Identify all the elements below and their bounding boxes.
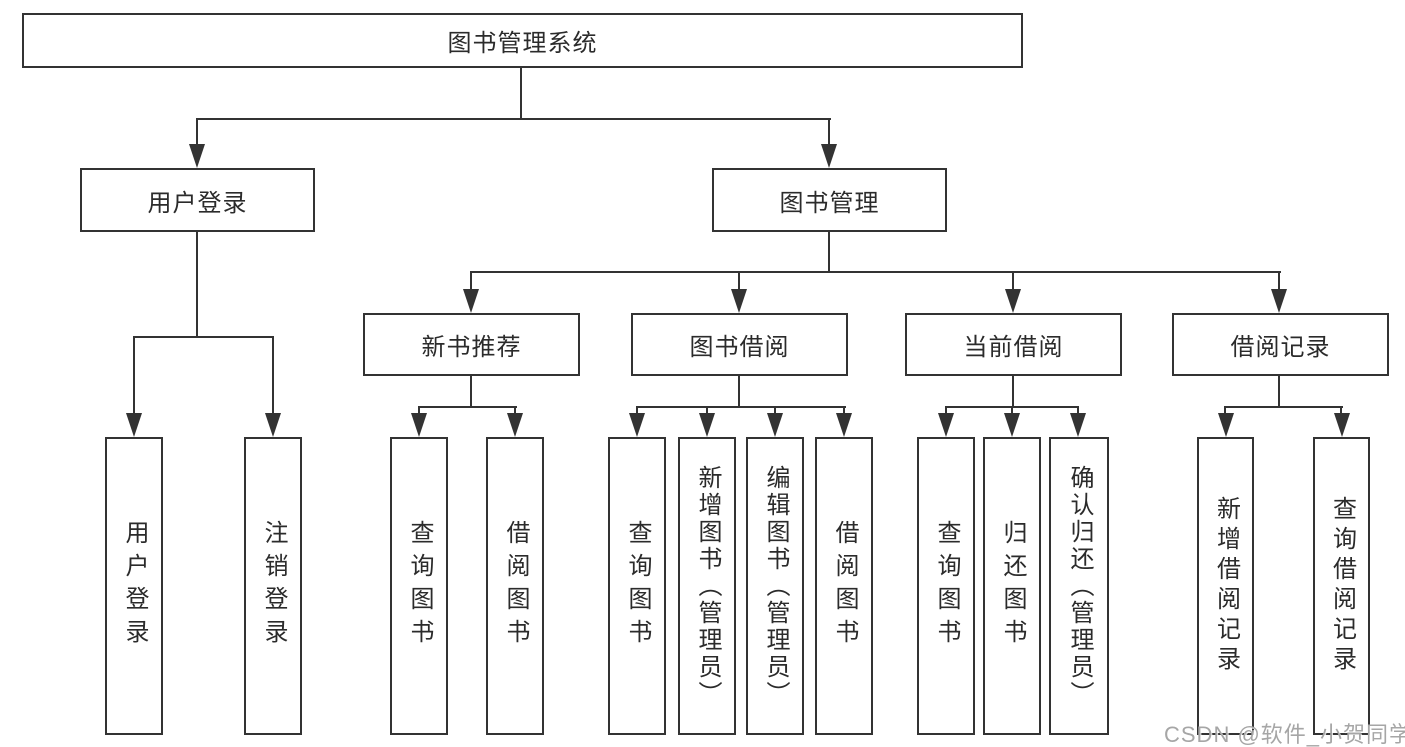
node-label: 查询借阅记录	[1328, 496, 1356, 676]
connector-line	[520, 68, 522, 119]
leaf-logout: 注销登录	[244, 437, 302, 735]
node-label: 新增借阅记录	[1212, 496, 1240, 676]
connector-line	[1012, 376, 1014, 407]
arrowhead-down-icon	[1271, 289, 1287, 313]
leaf-borrow-books-1: 借阅图书	[486, 437, 544, 735]
node-label: 归还图书	[999, 520, 1026, 652]
connector-line	[1224, 406, 1343, 408]
leaf-borrow-books-2: 借阅图书	[815, 437, 873, 735]
arrowhead-down-icon	[629, 413, 645, 437]
connector-line	[828, 120, 830, 146]
node-label: 新增图书（管理员）	[694, 464, 721, 708]
arrowhead-down-icon	[189, 144, 205, 168]
leaf-add-borrow-record: 新增借阅记录	[1197, 437, 1254, 735]
connector-line	[1012, 273, 1014, 291]
node-label: 借阅图书	[502, 520, 529, 652]
connector-line	[774, 408, 776, 416]
arrowhead-down-icon	[126, 413, 142, 437]
connector-line	[418, 406, 517, 408]
node-label: 查询图书	[624, 520, 651, 652]
node-label: 新书推荐	[421, 334, 522, 361]
leaf-query-books-1: 查询图书	[390, 437, 448, 735]
connector-line	[1224, 408, 1226, 416]
arrowhead-down-icon	[938, 413, 954, 437]
arrowhead-down-icon	[821, 144, 837, 168]
connector-line	[706, 408, 708, 416]
connector-line	[418, 408, 420, 416]
connector-line	[828, 232, 830, 273]
node-user-login: 用户登录	[80, 168, 315, 232]
arrowhead-down-icon	[699, 413, 715, 437]
connector-line	[843, 408, 845, 416]
leaf-user-login: 用户登录	[105, 437, 163, 735]
node-label: 图书借阅	[689, 334, 790, 361]
connector-line	[514, 408, 516, 416]
connector-line	[1077, 408, 1079, 416]
node-new-book-recommendation: 新书推荐	[363, 313, 580, 376]
watermark: CSDN @软件_小贺同学	[1164, 722, 1405, 747]
node-label: 当前借阅	[963, 334, 1064, 361]
connector-line	[1278, 376, 1280, 407]
arrowhead-down-icon	[836, 413, 852, 437]
leaf-add-books-admin: 新增图书（管理员）	[678, 437, 736, 735]
leaf-return-books: 归还图书	[983, 437, 1041, 735]
node-label: 借阅图书	[831, 520, 858, 652]
node-label: 用户登录	[121, 520, 148, 652]
arrowhead-down-icon	[731, 289, 747, 313]
arrowhead-down-icon	[1218, 413, 1234, 437]
connector-line	[196, 120, 198, 146]
connector-line	[272, 338, 274, 415]
connector-line	[133, 338, 135, 415]
connector-line	[636, 406, 846, 408]
node-borrowing-records: 借阅记录	[1172, 313, 1389, 376]
connector-line	[1340, 408, 1342, 416]
connector-line	[738, 376, 740, 407]
arrowhead-down-icon	[1004, 413, 1020, 437]
arrowhead-down-icon	[411, 413, 427, 437]
node-book-management: 图书管理	[712, 168, 947, 232]
leaf-query-books-2: 查询图书	[608, 437, 666, 735]
leaf-confirm-return-admin: 确认归还（管理员）	[1049, 437, 1109, 735]
connector-line	[470, 376, 472, 407]
node-book-borrowing: 图书借阅	[631, 313, 848, 376]
node-label: 编辑图书（管理员）	[762, 464, 789, 708]
connector-line	[945, 406, 1079, 408]
arrowhead-down-icon	[1334, 413, 1350, 437]
connector-line	[1278, 273, 1280, 291]
node-label: 查询图书	[406, 520, 433, 652]
node-label: 图书管理系统	[447, 30, 598, 57]
connector-line	[196, 232, 198, 338]
arrowhead-down-icon	[767, 413, 783, 437]
connector-line	[470, 273, 472, 291]
arrowhead-down-icon	[1070, 413, 1086, 437]
connector-line	[133, 336, 274, 338]
arrowhead-down-icon	[507, 413, 523, 437]
connector-line	[1011, 408, 1013, 416]
leaf-query-books-3: 查询图书	[917, 437, 975, 735]
leaf-edit-books-admin: 编辑图书（管理员）	[746, 437, 804, 735]
connector-line	[945, 408, 947, 416]
node-library-management-system: 图书管理系统	[22, 13, 1023, 68]
node-label: 查询图书	[933, 520, 960, 652]
node-label: 图书管理	[779, 189, 880, 217]
arrowhead-down-icon	[1005, 289, 1021, 313]
connector-line	[470, 271, 1281, 273]
arrowhead-down-icon	[265, 413, 281, 437]
node-label: 确认归还（管理员）	[1066, 464, 1093, 708]
node-current-borrowing: 当前借阅	[905, 313, 1122, 376]
node-label: 借阅记录	[1230, 334, 1331, 361]
connector-line	[196, 118, 831, 120]
connector-line	[738, 273, 740, 291]
leaf-query-borrow-record: 查询借阅记录	[1313, 437, 1370, 735]
node-label: 注销登录	[260, 520, 287, 652]
arrowhead-down-icon	[463, 289, 479, 313]
connector-line	[636, 408, 638, 416]
node-label: 用户登录	[147, 189, 248, 217]
